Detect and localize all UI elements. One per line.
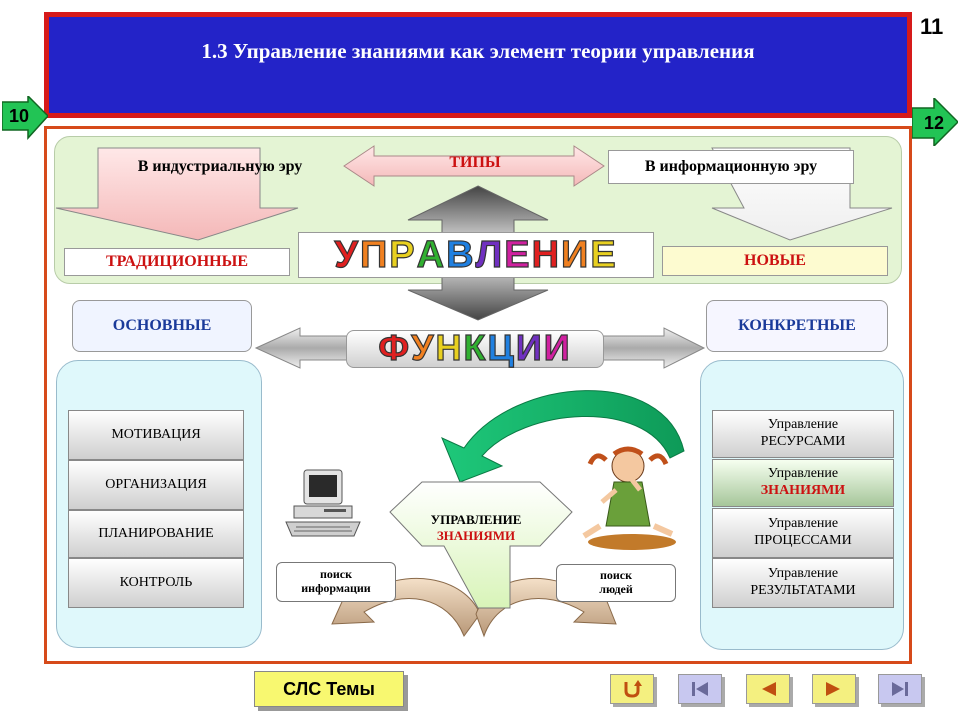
- concrete-resources-line1: Управление: [767, 417, 839, 433]
- concrete-processes: Управление ПРОЦЕССАМИ: [712, 508, 894, 558]
- prev-slide-number: 10: [8, 105, 30, 126]
- km-line2: ЗНАНИЯМИ: [436, 527, 516, 543]
- next-arrow-icon: [912, 98, 958, 146]
- next-slide-number: 12: [923, 112, 945, 133]
- search-information-box: поиск информации: [276, 562, 396, 602]
- management-word: УПРАВЛЕНИЕ: [334, 233, 618, 276]
- page-number: 11: [920, 14, 944, 39]
- information-era-label: В информационную эру: [608, 150, 854, 184]
- types-label: ТИПЫ: [449, 154, 501, 171]
- concrete-functions-label: КОНКРЕТНЫЕ: [706, 300, 888, 352]
- concrete-knowledge-line2: ЗНАНИЯМИ: [760, 483, 846, 498]
- next-icon: [826, 682, 840, 696]
- search-people-box: поиск людей: [556, 564, 676, 602]
- last-slide-button[interactable]: [878, 674, 922, 704]
- search-info-line1: поиск: [319, 567, 353, 582]
- slide-title: 1.3 Управление знаниями как элемент теор…: [201, 39, 755, 63]
- concrete-results-line2: РЕЗУЛЬТАТАМИ: [750, 583, 856, 598]
- basic-functions-label: ОСНОВНЫЕ: [72, 300, 252, 352]
- first-slide-button[interactable]: [678, 674, 722, 704]
- functions-word-box: [346, 330, 604, 368]
- search-info-line2: информации: [301, 581, 371, 595]
- computer-icon: [285, 469, 361, 537]
- concrete-processes-line2: ПРОЦЕССАМИ: [754, 533, 852, 548]
- concrete-results-line1: Управление: [767, 566, 839, 582]
- prev-slide-button[interactable]: 10: [2, 96, 48, 142]
- concrete-knowledge: Управление ЗНАНИЯМИ: [712, 459, 894, 507]
- next-slide-button[interactable]: 12: [912, 98, 958, 146]
- concrete-results: Управление РЕЗУЛЬТАТАМИ: [712, 558, 894, 608]
- functions-word: ФУНКЦИИ: [378, 327, 572, 368]
- types-double-arrow: [343, 145, 605, 187]
- function-organization: ОРГАНИЗАЦИЯ: [68, 460, 244, 510]
- next-button[interactable]: [812, 674, 856, 704]
- new-label: НОВЫЕ: [662, 246, 888, 276]
- industrial-era-label: В индустриальную эру: [137, 158, 303, 175]
- knowledge-management-arrow: [389, 481, 573, 609]
- concrete-processes-line1: Управление: [767, 516, 839, 532]
- concrete-resources-line2: РЕСУРСАМИ: [760, 434, 846, 449]
- last-slide-icon: [892, 682, 908, 696]
- search-people-line1: поиск: [599, 568, 633, 583]
- child-icon: [582, 446, 676, 550]
- traditional-label: ТРАДИЦИОННЫЕ: [64, 248, 290, 276]
- management-word-box: [298, 232, 654, 278]
- return-button[interactable]: [610, 674, 654, 704]
- concrete-resources: Управление РЕСУРСАМИ: [712, 410, 894, 458]
- concrete-knowledge-line1: Управление: [767, 466, 839, 482]
- return-icon: [624, 680, 642, 698]
- km-line1: УПРАВЛЕНИЕ: [430, 512, 522, 527]
- prev-arrow-icon: [2, 96, 48, 140]
- function-motivation: МОТИВАЦИЯ: [68, 410, 244, 460]
- title-banner: 1.3 Управление знаниями как элемент теор…: [44, 12, 912, 118]
- previous-button[interactable]: [746, 674, 790, 704]
- knowledge-curve-arrow: [441, 390, 685, 483]
- knowledge-management-label: УПРАВЛЕНИЕ ЗНАНИЯМИ: [406, 512, 546, 543]
- search-people-line2: людей: [599, 582, 633, 596]
- first-slide-icon: [692, 682, 708, 696]
- function-planning: ПЛАНИРОВАНИЕ: [68, 510, 244, 558]
- topics-button[interactable]: СЛС Темы: [254, 671, 404, 707]
- previous-icon: [762, 682, 776, 696]
- industrial-down-arrow: [55, 147, 299, 241]
- function-control: КОНТРОЛЬ: [68, 558, 244, 608]
